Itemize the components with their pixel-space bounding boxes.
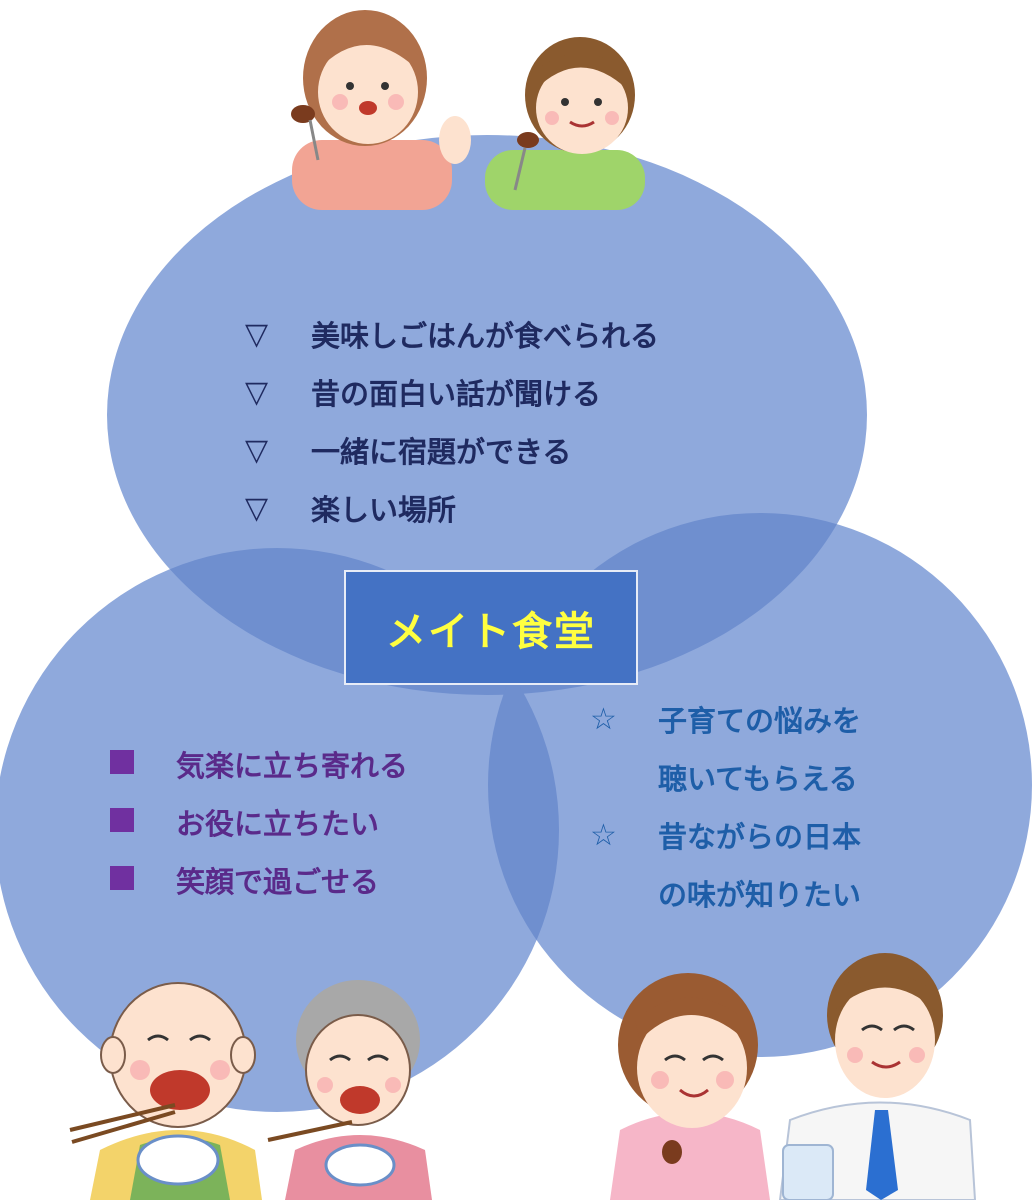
center-label-box: メイト食堂 (344, 570, 638, 685)
list-item: ▽ 一緒に宿題ができる (245, 421, 659, 479)
star-icon: ☆ (590, 817, 617, 853)
list-item: 気楽に立ち寄れる (110, 735, 408, 793)
item-text: 聴いてもらえる (658, 762, 858, 796)
item-text: 楽しい場所 (311, 493, 457, 527)
list-item: ▽ 楽しい場所 (245, 479, 659, 537)
list-item: ▽ 昔の面白い話が聞ける (245, 363, 659, 421)
parents-benefits-list: ☆ 子育ての悩みを 聴いてもらえる ☆ 昔ながらの日本 の味が知りたい (590, 690, 861, 922)
item-text: 一緒に宿題ができる (311, 435, 572, 469)
parents-couple-illustration (610, 953, 977, 1200)
item-text: 気楽に立ち寄れる (176, 749, 409, 783)
elderly-couple-eating-illustration (69, 980, 432, 1200)
square-bullet-icon (110, 863, 176, 897)
triangle-icon: ▽ (245, 374, 269, 410)
item-text: 笑顔で過ごせる (176, 865, 380, 899)
center-label: メイト食堂 (386, 608, 596, 655)
item-text: お役に立ちたい (176, 807, 380, 841)
triangle-icon: ▽ (245, 490, 269, 526)
square-bullet-icon (110, 805, 176, 839)
triangle-icon: ▽ (245, 432, 269, 468)
star-icon: ☆ (590, 701, 617, 737)
list-item: ☆ 昔ながらの日本 (590, 806, 861, 864)
children-eating-illustration (291, 10, 645, 210)
item-text: 美味しごはんが食べられる (311, 319, 660, 353)
square-bullet-icon (110, 747, 176, 781)
list-item-continued: の味が知りたい (590, 864, 861, 922)
item-text: 子育ての悩みを (658, 704, 862, 738)
item-text: 昔の面白い話が聞ける (311, 377, 602, 411)
list-item: ▽ 美味しごはんが食べられる (245, 305, 659, 363)
list-item-continued: 聴いてもらえる (590, 748, 861, 806)
elderly-benefits-list: 気楽に立ち寄れる お役に立ちたい 笑顔で過ごせる (110, 735, 408, 909)
triangle-icon: ▽ (245, 316, 269, 352)
item-text: 昔ながらの日本 (658, 820, 862, 854)
children-benefits-list: ▽ 美味しごはんが食べられる ▽ 昔の面白い話が聞ける ▽ 一緒に宿題ができる ▽ 楽し… (245, 305, 659, 537)
list-item: お役に立ちたい (110, 793, 408, 851)
list-item: 笑顔で過ごせる (110, 851, 408, 909)
item-text: の味が知りたい (658, 878, 862, 912)
list-item: ☆ 子育ての悩みを (590, 690, 861, 748)
